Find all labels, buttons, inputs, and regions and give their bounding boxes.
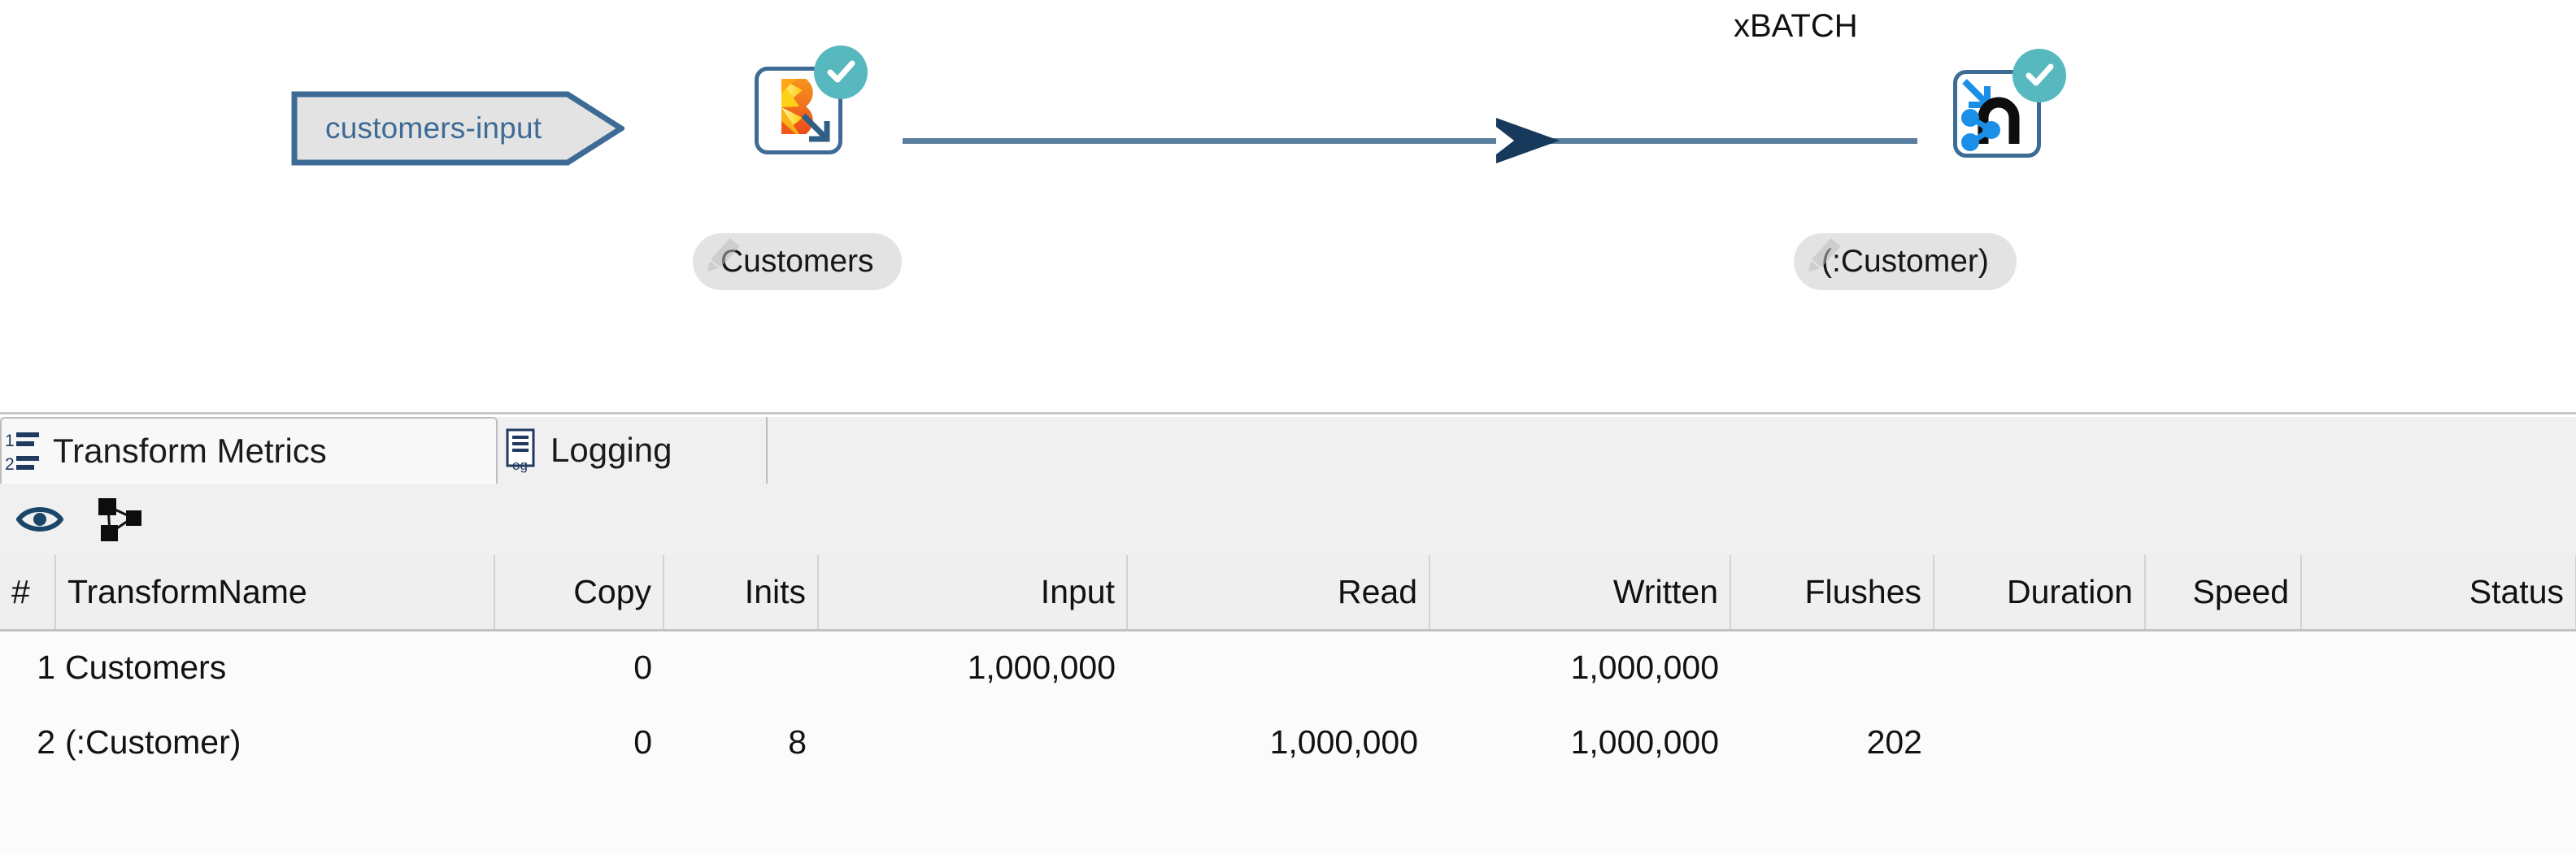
check-circle-icon (2026, 63, 2054, 86)
svg-text:og: og (512, 458, 528, 473)
cell-status (2301, 705, 2576, 779)
cell-read: 1,000,000 (1127, 705, 1429, 779)
neo4j-output-icon (1957, 74, 2037, 154)
numbered-list-icon: 1 2 (5, 432, 39, 474)
column-header-flushes[interactable]: Flushes (1730, 555, 1934, 631)
cell-inits (664, 630, 818, 705)
column-header-written[interactable]: Written (1429, 555, 1731, 631)
table-row[interactable]: 2 (:Customer) 0 8 1,000,000 1,000,000 20… (0, 705, 2576, 779)
cell-duration (1934, 630, 2145, 705)
cell-copy: 0 (494, 705, 664, 779)
column-header-read[interactable]: Read (1127, 555, 1430, 631)
hop-arrow-icon (1496, 118, 1560, 163)
transform-metrics-table[interactable]: # TransformName Copy Inits Input Read Wr… (0, 555, 2576, 855)
hop-connector-line[interactable] (903, 138, 1917, 144)
cell-speed (2145, 705, 2301, 779)
column-header-duration[interactable]: Duration (1934, 555, 2146, 631)
eye-icon (16, 507, 63, 532)
tab-logging[interactable]: og Logging (499, 417, 768, 484)
tab-label: Transform Metrics (53, 432, 327, 470)
transform-label-customers[interactable]: Customers (693, 233, 902, 290)
log-document-icon: og (506, 428, 535, 473)
cell-index: 2 (0, 705, 55, 779)
tab-label: Logging (550, 431, 672, 469)
bottom-panel-tabbar: 1 2 Transform Metrics og Logging (0, 417, 2576, 484)
column-header-status[interactable]: Status (2301, 555, 2576, 631)
transform-node-neo4j-customer[interactable] (1953, 70, 2041, 158)
cell-transformname: Customers (55, 630, 494, 705)
svg-text:1: 1 (5, 432, 15, 450)
cell-transformname: (:Customer) (55, 705, 494, 779)
column-header-copy[interactable]: Copy (494, 555, 664, 631)
canvas-note-xbatch: xBATCH (1734, 8, 1858, 44)
column-header-transformname[interactable]: TransformName (55, 555, 495, 631)
cell-flushes: 202 (1730, 705, 1934, 779)
column-header-index[interactable]: # (0, 555, 56, 631)
column-header-speed[interactable]: Speed (2145, 555, 2302, 631)
cell-duration (1934, 705, 2145, 779)
metrics-toolbar (0, 484, 2576, 555)
cell-input (818, 705, 1127, 779)
cell-read (1127, 630, 1429, 705)
cell-flushes (1730, 630, 1934, 705)
eye-icon-button[interactable] (15, 495, 65, 544)
check-circle-icon (827, 60, 855, 83)
cell-written: 1,000,000 (1429, 630, 1730, 705)
cell-copy: 0 (494, 630, 664, 705)
chevron-shape-icon (291, 91, 624, 166)
network-graph-icon (98, 498, 141, 541)
table-header-row: # TransformName Copy Inits Input Read Wr… (0, 555, 2576, 631)
cell-index: 1 (0, 630, 55, 705)
cell-inits: 8 (664, 705, 818, 779)
pipeline-canvas[interactable]: customers-input (0, 0, 2576, 414)
transform-label-text: (:Customer) (1821, 244, 1989, 279)
table-row[interactable]: 1 Customers 0 1,000,000 1,000,000 (0, 630, 2576, 705)
column-header-inits[interactable]: Inits (664, 555, 819, 631)
transform-node-customers[interactable] (755, 67, 842, 154)
cell-written: 1,000,000 (1429, 705, 1730, 779)
status-badge-neo4j-customer (2012, 49, 2066, 102)
column-header-input[interactable]: Input (818, 555, 1128, 631)
transform-label-neo4j-customer[interactable]: (:Customer) (1794, 233, 2017, 290)
beam-input-icon (759, 71, 838, 150)
cell-status (2301, 630, 2576, 705)
status-badge-customers (814, 46, 868, 99)
cell-input: 1,000,000 (818, 630, 1127, 705)
network-graph-icon-button[interactable] (94, 495, 145, 544)
tab-transform-metrics[interactable]: 1 2 Transform Metrics (0, 417, 498, 484)
pipeline-input-label: customers-input (325, 111, 542, 145)
cell-speed (2145, 630, 2301, 705)
svg-text:2: 2 (5, 455, 15, 474)
transform-label-text: Customers (720, 244, 874, 279)
pipeline-input-node[interactable]: customers-input (291, 91, 624, 166)
